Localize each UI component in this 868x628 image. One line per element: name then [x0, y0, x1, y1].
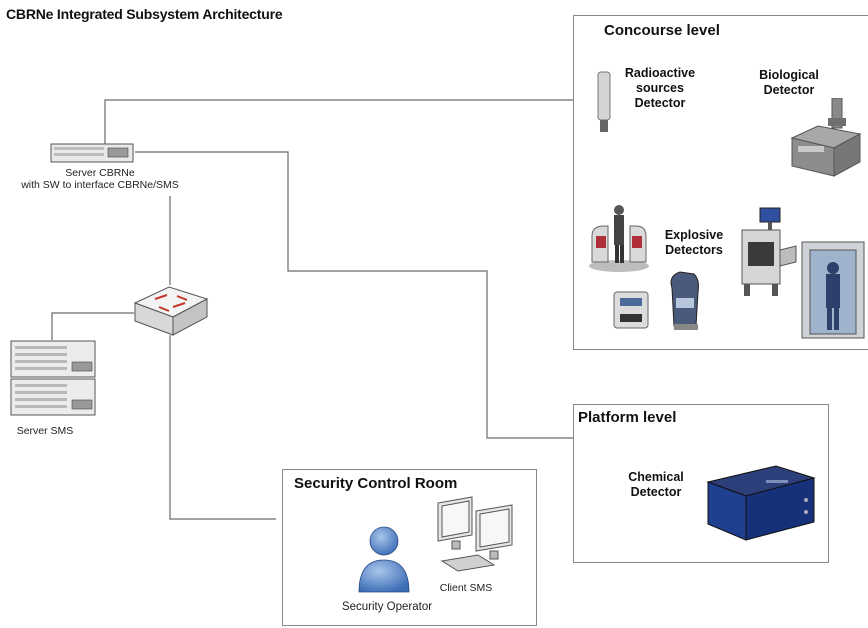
biological-line2: Detector: [763, 83, 815, 97]
security-operator-label: Security Operator: [341, 601, 433, 613]
chemical-detector-icon: [706, 460, 816, 542]
explosive-line1: Explosive: [664, 228, 724, 242]
platform-level-title: Platform level: [578, 409, 677, 426]
biological-detector-icon: [788, 97, 864, 178]
server-cbrne-line1: Server CBRNe: [65, 167, 135, 179]
explosive-detectors-label: Explosive Detectors: [654, 228, 734, 258]
network-switch-icon: [133, 283, 209, 337]
server-cbrne-icon: [50, 143, 134, 163]
diagram-title: CBRNe Integrated Subsystem Architecture: [6, 6, 283, 22]
radioactive-detector-icon: [594, 70, 614, 136]
xray-baggage-scanner-icon: [738, 206, 798, 298]
chemical-line1: Chemical: [628, 470, 684, 484]
server-sms-icon: [10, 340, 96, 416]
client-sms-workstation-icon: [432, 495, 524, 575]
concourse-level-title: Concourse level: [604, 22, 720, 39]
radioactive-line2: sources: [636, 81, 684, 95]
explosive-portal-scanner-icon: [586, 202, 652, 274]
link-server-to-concourse: [104, 99, 574, 144]
link-switch-to-control-room: [169, 335, 276, 520]
client-sms-label: Client SMS: [439, 582, 493, 594]
server-cbrne-line2: with SW to interface CBRNe/SMS: [21, 179, 179, 191]
body-scanner-portal-icon: [800, 240, 866, 340]
radioactive-detector-label: Radioactive sources Detector: [614, 66, 706, 111]
link-sms-to-switch: [51, 312, 134, 340]
biological-detector-label: Biological Detector: [748, 68, 830, 98]
server-cbrne-label: Server CBRNe with SW to interface CBRNe/…: [0, 167, 200, 191]
radioactive-line1: Radioactive: [624, 66, 696, 80]
explosive-handheld-detector-icon: [664, 268, 704, 334]
chemical-line2: Detector: [630, 485, 682, 499]
explosive-line2: Detectors: [665, 243, 723, 257]
security-control-room-title: Security Control Room: [294, 475, 458, 492]
server-sms-label: Server SMS: [16, 425, 74, 437]
security-operator-icon: [356, 524, 412, 594]
biological-line1: Biological: [759, 68, 819, 82]
chemical-detector-label: Chemical Detector: [612, 470, 700, 500]
radioactive-line3: Detector: [634, 96, 686, 110]
explosive-trace-detector-icon: [612, 288, 650, 332]
